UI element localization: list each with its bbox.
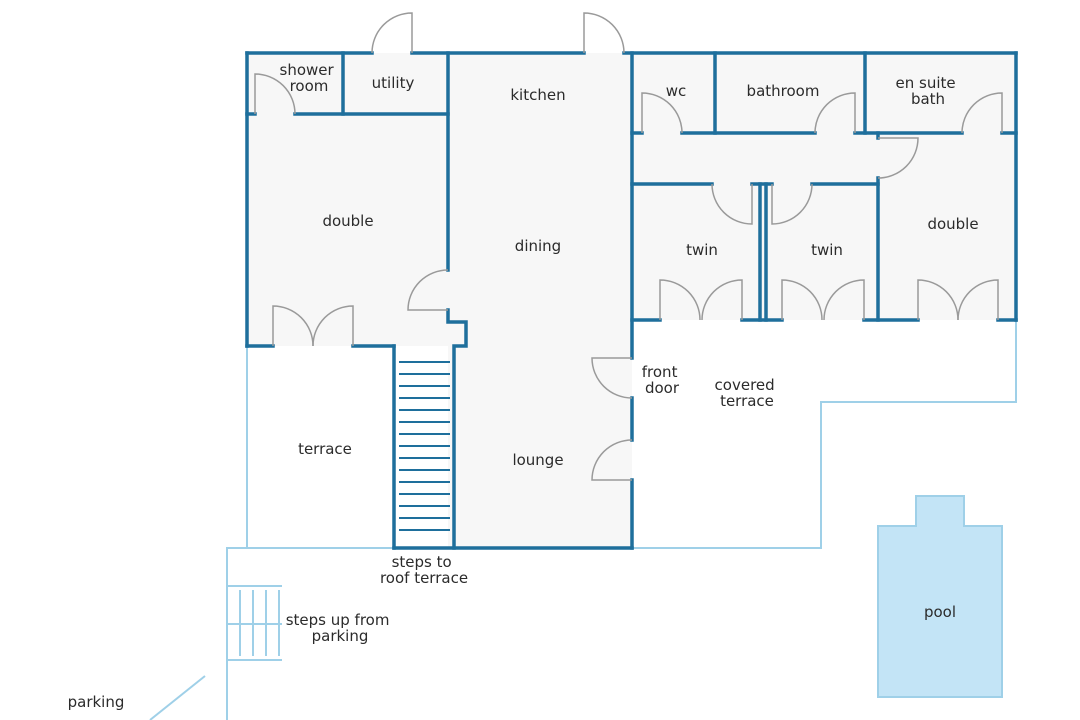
label-dining: dining	[515, 237, 561, 255]
label-lounge: lounge	[512, 451, 563, 469]
label-twin-2: twin	[811, 241, 843, 259]
label-pool: pool	[924, 603, 956, 621]
label-terrace: terrace	[298, 440, 352, 458]
label-bathroom: bathroom	[747, 82, 820, 100]
label-twin-1: twin	[686, 241, 718, 259]
parking-stairs	[227, 585, 282, 661]
room-fills	[247, 53, 1016, 548]
label-steps-up-from-parking: steps up from parking	[286, 611, 395, 645]
label-front-door: front door	[642, 363, 682, 397]
label-utility: utility	[372, 74, 415, 92]
pool-shape	[877, 495, 1003, 698]
label-kitchen: kitchen	[510, 86, 565, 104]
walls	[245, 51, 1018, 550]
label-steps-to-roof-terrace: steps to roof terrace	[380, 553, 468, 587]
label-wc: wc	[666, 82, 687, 100]
label-double-right: double	[927, 215, 978, 233]
label-parking: parking	[68, 693, 125, 711]
doors	[254, 12, 1003, 481]
label-en-suite-bath: en suite bath	[896, 74, 961, 108]
room-labels: shower room utility kitchen wc bathroom …	[68, 61, 979, 711]
label-shower-room: shower room	[280, 61, 339, 95]
outdoor-outlines	[149, 320, 1017, 720]
label-double-left: double	[322, 212, 373, 230]
label-covered-terrace: covered terrace	[715, 376, 780, 410]
roof-terrace-stairs	[399, 361, 450, 531]
